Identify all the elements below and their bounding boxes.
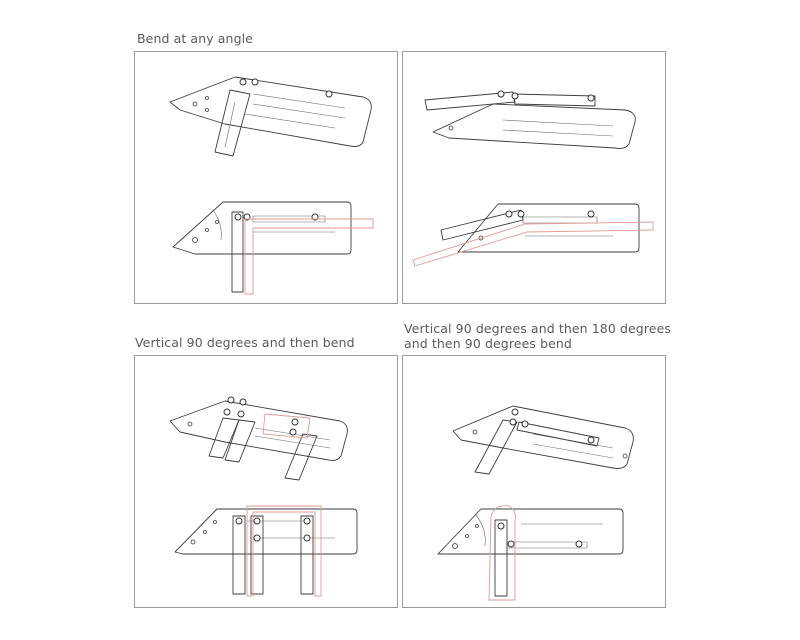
panel-vertical-then-bend <box>134 355 398 608</box>
caption-bend-any-angle: Bend at any angle <box>137 31 253 46</box>
caption-vertical-then-bend: Vertical 90 degrees and then bend <box>135 335 355 350</box>
panel-vertical-180-90 <box>402 355 666 608</box>
illustration-vertical-180-90 <box>437 405 634 601</box>
panel-bend-any-angle-2 <box>402 51 666 304</box>
illustration-vertical-then-bend <box>169 396 358 597</box>
illustration-bend-any-angle-2 <box>412 90 654 267</box>
caption-vertical-180-90: Vertical 90 degrees and then 180 degrees… <box>404 321 671 351</box>
illustration-bend-any-angle <box>169 76 374 295</box>
panel-bend-any-angle <box>134 51 398 304</box>
